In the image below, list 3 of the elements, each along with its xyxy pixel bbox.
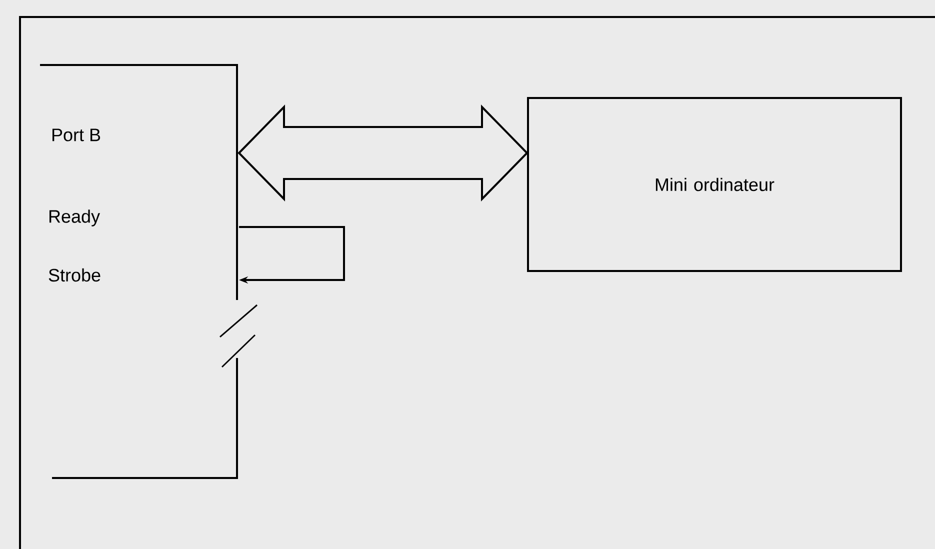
loop-arrow bbox=[239, 226, 345, 284]
process-box: Mini ordinateur bbox=[527, 97, 902, 272]
port-block: Port B Ready Strobe bbox=[40, 64, 258, 479]
